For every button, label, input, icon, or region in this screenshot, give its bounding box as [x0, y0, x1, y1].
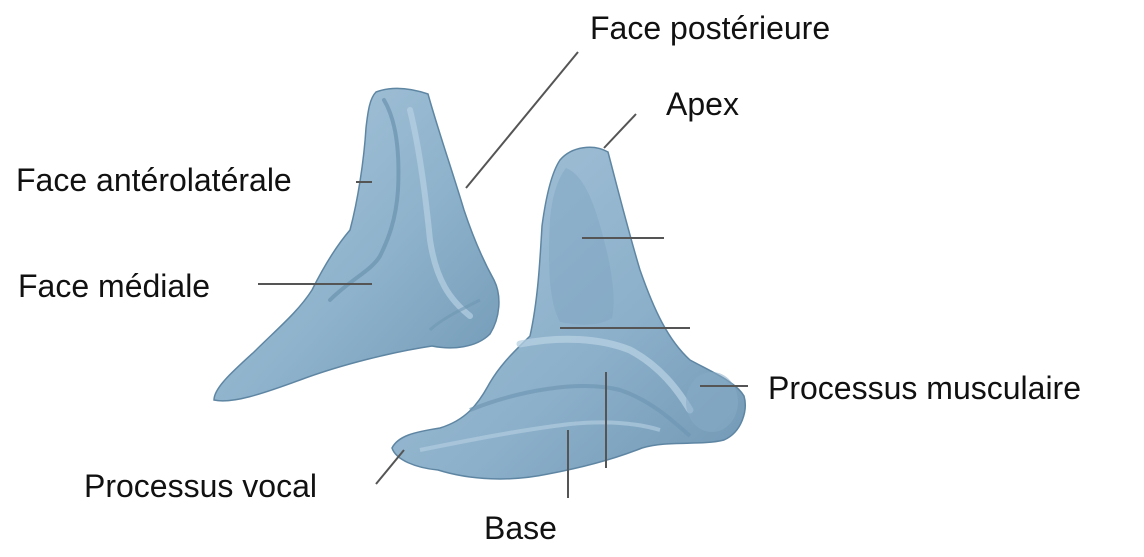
right-cartilage-muscular-process	[686, 372, 738, 432]
label-apex: Apex	[666, 88, 739, 120]
left-cartilage-body	[214, 88, 499, 401]
leader-processus-vocal	[376, 450, 404, 484]
label-face-mediale: Face médiale	[18, 270, 210, 302]
left-cartilage	[214, 88, 499, 401]
label-processus-vocal: Processus vocal	[84, 470, 317, 502]
leader-apex	[604, 114, 636, 148]
label-face-posterieure: Face postérieure	[590, 12, 830, 44]
label-processus-musculaire: Processus musculaire	[768, 372, 1081, 404]
label-base: Base	[484, 512, 557, 544]
label-face-anterolaterale: Face antérolatérale	[16, 164, 292, 196]
